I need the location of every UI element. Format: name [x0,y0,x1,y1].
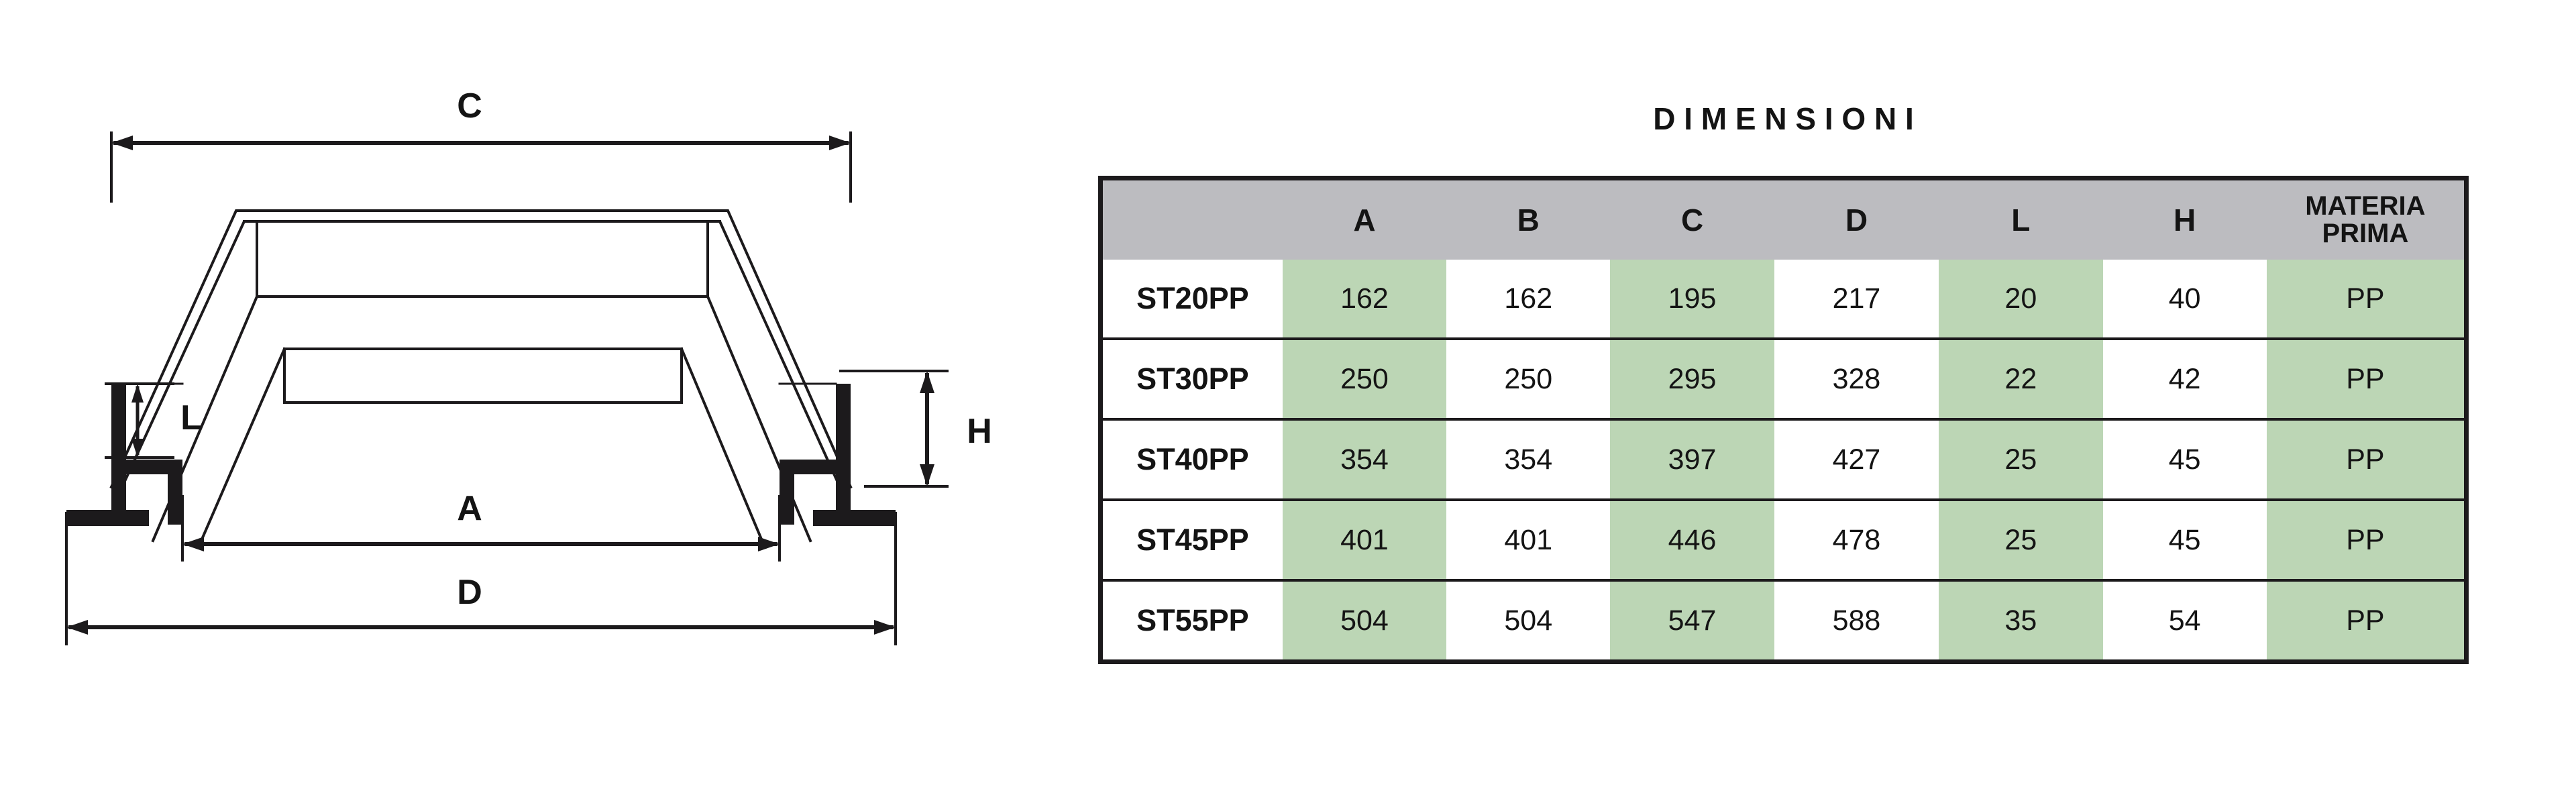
cell-l: 22 [1939,337,2103,419]
header-l: L [1939,180,2103,260]
dimension-label-h: H [967,412,992,451]
cell-model: ST55PP [1103,579,1283,659]
cell-materia-prima: PP [2266,260,2464,339]
inner-wall-left [199,347,286,543]
dimension-label-c: C [457,87,482,125]
cell-l: 25 [1939,418,2103,500]
header-materia-prima: MATERIA PRIMA [2266,180,2464,260]
h-arrow-up [920,371,934,393]
cell-h: 45 [2102,498,2267,580]
c-arrow-left [111,136,133,150]
cell-h: 54 [2102,579,2267,659]
cell-d: 217 [1774,260,1939,339]
cell-a: 504 [1282,579,1447,659]
d-arrow-left [66,620,88,635]
header-a: A [1282,180,1447,260]
cell-h: 40 [2102,260,2267,339]
cell-materia-prima: PP [2266,418,2464,500]
cell-a: 354 [1282,418,1447,500]
mid-wall-right [706,295,812,543]
table-title: D I M E N S I O N I [1653,101,1914,136]
header-h: H [2102,180,2267,260]
header-c: C [1610,180,1774,260]
a-arrow-left [182,537,204,551]
cell-l: 35 [1939,579,2103,659]
cell-a: 401 [1282,498,1447,580]
cell-d: 427 [1774,418,1939,500]
d-arrow-right [874,620,896,635]
right-foot-flange [780,384,896,526]
header-materia-prima-line1: MATERIA [2305,191,2426,221]
cell-c: 195 [1610,260,1774,339]
cell-model: ST40PP [1103,418,1283,500]
h-arrow-down [920,464,934,486]
cell-l: 20 [1939,260,2103,339]
inner-wall-right [680,347,764,543]
profile-cross-section-drawing: C L H A D [0,0,1046,799]
cell-h: 45 [2102,418,2267,500]
cell-d: 328 [1774,337,1939,419]
header-model [1103,180,1283,260]
cell-c: 397 [1610,418,1774,500]
cell-b: 504 [1446,579,1611,659]
cell-h: 42 [2102,337,2267,419]
a-arrow-right [758,537,780,551]
cell-a: 250 [1282,337,1447,419]
cell-b: 162 [1446,260,1611,339]
l-arrow-down [131,439,144,458]
dimension-label-d: D [457,573,482,612]
header-d: D [1774,180,1939,260]
cell-materia-prima: PP [2266,337,2464,419]
cell-materia-prima: PP [2266,498,2464,580]
cell-a: 162 [1282,260,1447,339]
cell-d: 478 [1774,498,1939,580]
cell-materia-prima: PP [2266,579,2464,659]
table-header-row: A B C D L H MATERIA PRIMA [1103,180,2464,260]
cell-b: 401 [1446,498,1611,580]
c-arrow-right [829,136,851,150]
cell-model: ST45PP [1103,498,1283,580]
cell-c: 295 [1610,337,1774,419]
cell-d: 588 [1774,579,1939,659]
left-foot-flange [66,384,182,526]
l-arrow-up [131,384,144,403]
cell-c: 446 [1610,498,1774,580]
dimension-label-a: A [457,489,482,528]
cell-model: ST30PP [1103,337,1283,419]
cell-c: 547 [1610,579,1774,659]
shell-outer [109,209,853,489]
cell-b: 250 [1446,337,1611,419]
dimension-label-l: L [180,398,202,437]
header-b: B [1446,180,1611,260]
dimension-table-panel: D I M E N S I O N I A B C D L H [1098,101,2507,678]
cell-model: ST20PP [1103,260,1283,339]
cell-b: 354 [1446,418,1611,500]
cell-l: 25 [1939,498,2103,580]
header-materia-prima-line2: PRIMA [2322,219,2409,248]
